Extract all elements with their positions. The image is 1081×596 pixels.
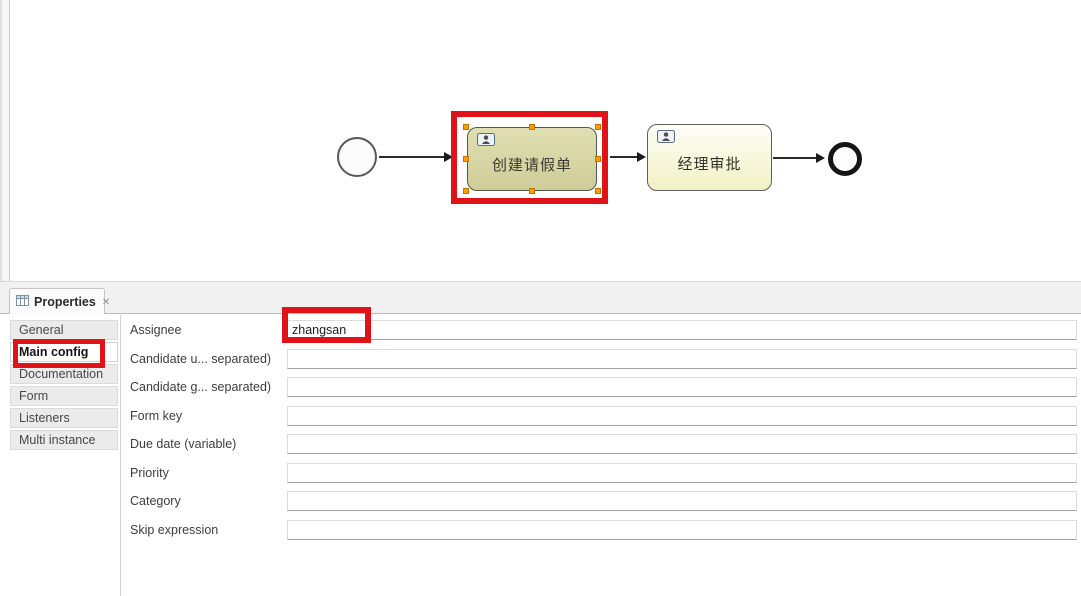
- selection-handle[interactable]: [529, 188, 535, 194]
- user-task-create-leave-form[interactable]: 创建请假单: [467, 127, 597, 191]
- start-event[interactable]: [337, 137, 377, 177]
- close-icon[interactable]: ✕: [101, 296, 111, 308]
- selection-handle[interactable]: [463, 156, 469, 162]
- properties-view-header: Properties ✕: [0, 281, 1081, 315]
- tab-form-divider: [120, 315, 121, 596]
- properties-tab-multi-instance[interactable]: Multi instance: [10, 430, 118, 450]
- arrowhead-icon: [444, 152, 453, 162]
- field-label-form-key: Form key: [130, 408, 183, 423]
- selection-handle[interactable]: [463, 124, 469, 130]
- task-label: 经理审批: [677, 155, 742, 173]
- field-input-due-date-variable[interactable]: [287, 434, 1077, 454]
- selection-handle[interactable]: [595, 124, 601, 130]
- arrowhead-icon: [816, 153, 825, 163]
- selection-handle[interactable]: [595, 156, 601, 162]
- sequence-flow-2[interactable]: [610, 156, 638, 158]
- user-task-icon: [477, 133, 495, 151]
- sequence-flow-1[interactable]: [379, 156, 444, 158]
- sequence-flow-3[interactable]: [773, 157, 817, 159]
- field-label-assignee: Assignee: [130, 323, 182, 337]
- field-input-candidate-u-separated[interactable]: [287, 348, 1077, 369]
- properties-tab-form[interactable]: Form: [10, 386, 118, 406]
- user-task-icon: [657, 130, 675, 148]
- field-label-candidate-g-separated: Candidate g... separated): [130, 380, 272, 394]
- task-label: 创建请假单: [491, 156, 572, 174]
- properties-view-title: Properties: [34, 295, 96, 309]
- selection-handle[interactable]: [595, 188, 601, 194]
- field-label-skip-expression: Skip expression: [130, 522, 219, 537]
- field-input-category[interactable]: [287, 491, 1077, 511]
- end-event[interactable]: [828, 142, 862, 176]
- tab-properties-view[interactable]: Properties ✕: [9, 288, 110, 315]
- field-input-priority[interactable]: [287, 462, 1077, 483]
- field-label-candidate-u-separated: Candidate u... separated): [130, 351, 272, 366]
- field-input-candidate-g-separated[interactable]: [287, 377, 1077, 397]
- user-task-manager-approval[interactable]: 经理审批: [647, 124, 772, 191]
- field-label-category: Category: [130, 494, 181, 508]
- field-label-priority: Priority: [130, 465, 169, 480]
- field-label-due-date-variable: Due date (variable): [130, 437, 237, 451]
- field-input-assignee[interactable]: [287, 320, 1077, 340]
- properties-tab-listeners[interactable]: Listeners: [10, 408, 118, 428]
- selection-handle[interactable]: [529, 124, 535, 130]
- properties-tab-general[interactable]: General: [10, 320, 118, 340]
- field-input-skip-expression[interactable]: [287, 519, 1077, 540]
- properties-table-icon: [16, 293, 29, 311]
- selection-handle[interactable]: [463, 188, 469, 194]
- field-input-form-key[interactable]: [287, 405, 1077, 426]
- properties-tab-main-config[interactable]: Main config: [10, 342, 118, 362]
- properties-tab-documentation[interactable]: Documentation: [10, 364, 118, 384]
- arrowhead-icon: [637, 152, 646, 162]
